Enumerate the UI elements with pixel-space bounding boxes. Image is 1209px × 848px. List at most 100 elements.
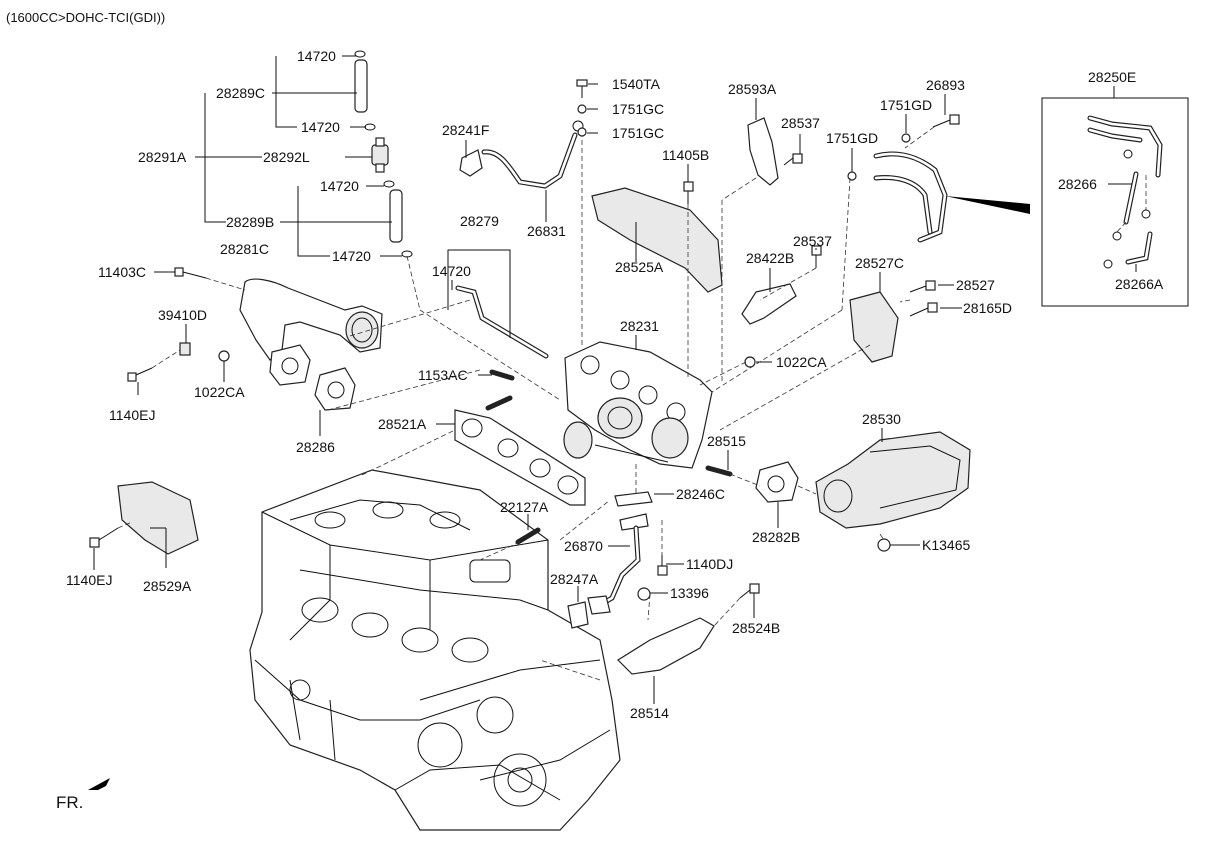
gasket-1751gd-b: [847, 171, 857, 181]
label-1022ca-b[interactable]: 1022CA: [776, 354, 827, 370]
bolt-11405b: [683, 181, 694, 204]
label-11403c[interactable]: 11403C: [98, 264, 146, 280]
gasket-28282b: [755, 461, 799, 503]
gasket-28247a: [567, 601, 589, 629]
intake-gasket: [314, 367, 356, 411]
oil-pipe-26870: [587, 513, 649, 615]
label-14720-e[interactable]: 14720: [432, 263, 471, 279]
breather-hose-upper: [354, 50, 376, 131]
bolt-26893: [932, 114, 960, 128]
water-pipe-assembly: [873, 151, 948, 243]
heat-shield-28527c: [849, 291, 899, 363]
label-28593a[interactable]: 28593A: [728, 81, 777, 97]
bracket-28593a: [747, 117, 779, 186]
label-1140ej-a[interactable]: 1140EJ: [109, 407, 155, 423]
label-28527c[interactable]: 28527C: [855, 255, 904, 271]
label-22127a[interactable]: 22127A: [500, 499, 549, 515]
label-1751gc-a[interactable]: 1751GC: [612, 101, 664, 117]
pcv-valve: [371, 137, 389, 173]
assembly-guide-lines: [117, 126, 1147, 681]
catalytic-converter: [815, 431, 971, 529]
label-1751gd-b[interactable]: 1751GD: [826, 130, 878, 146]
label-28525a[interactable]: 28525A: [615, 259, 664, 275]
label-1153ac[interactable]: 1153AC: [418, 367, 468, 383]
bolt-28537-a: [783, 153, 803, 166]
label-14720-c[interactable]: 14720: [320, 178, 359, 194]
label-28530[interactable]: 28530: [862, 411, 901, 427]
label-28529a[interactable]: 28529A: [143, 578, 192, 594]
label-28289c[interactable]: 28289C: [216, 85, 265, 101]
detail-box-28250e: [1041, 97, 1189, 307]
washer-left: [218, 350, 230, 362]
label-28250e[interactable]: 28250E: [1088, 69, 1136, 85]
label-28246c[interactable]: 28246C: [676, 486, 725, 502]
label-28241f[interactable]: 28241F: [442, 122, 489, 138]
label-28521a[interactable]: 28521A: [378, 416, 427, 432]
label-28231[interactable]: 28231: [620, 318, 659, 334]
part-labels: 14720 28289C 14720 28291A 28292L 14720 2…: [56, 48, 1164, 812]
bolt-1140ej-left: [127, 367, 153, 382]
label-28289b[interactable]: 28289B: [226, 214, 274, 230]
heat-protector-28525a: [591, 187, 723, 293]
label-28291a[interactable]: 28291A: [138, 149, 187, 165]
label-1140dj[interactable]: 1140DJ: [686, 556, 733, 572]
bolt-1540ta: [576, 79, 588, 98]
label-14720-d[interactable]: 14720: [332, 248, 371, 264]
label-28292l[interactable]: 28292L: [263, 149, 310, 165]
front-arrow-icon: [88, 778, 110, 790]
breather-hose-lower: [383, 180, 413, 258]
gasket-1751gd-a: [901, 133, 911, 143]
bolt-28527: [909, 280, 936, 293]
label-1022ca-a[interactable]: 1022CA: [194, 384, 245, 400]
label-26831[interactable]: 26831: [527, 223, 566, 239]
label-28514[interactable]: 28514: [630, 705, 669, 721]
gasket-28246c: [614, 491, 653, 507]
label-1751gc-b[interactable]: 1751GC: [612, 125, 664, 141]
label-28515[interactable]: 28515: [707, 433, 746, 449]
label-39410d[interactable]: 39410D: [158, 307, 207, 323]
label-28527[interactable]: 28527: [956, 277, 995, 293]
stud-1153ac: [485, 369, 515, 411]
label-28266[interactable]: 28266: [1058, 176, 1097, 192]
intake-pipe: [239, 278, 383, 386]
bracket-28514: [617, 617, 715, 675]
bracket-39410d: [179, 342, 191, 356]
label-28279[interactable]: 28279: [460, 213, 499, 229]
detail-hoses: [1087, 115, 1163, 269]
heat-shield-28529a: [117, 481, 199, 555]
engine-spec-header: (1600CC>DOHC-TCI(GDI)): [6, 10, 165, 25]
label-13396[interactable]: 13396: [670, 585, 709, 601]
leader-lines: [93, 55, 1137, 704]
label-k13465[interactable]: K13465: [922, 537, 970, 553]
label-28266a[interactable]: 28266A: [1115, 276, 1164, 292]
label-28281c[interactable]: 28281C: [220, 241, 269, 257]
bracket-28422b: [741, 283, 797, 325]
bolt-28537-b: [811, 245, 822, 268]
label-1140ej-b[interactable]: 1140EJ: [66, 572, 112, 588]
oil-return-pipe: [455, 285, 549, 359]
label-28286[interactable]: 28286: [296, 439, 335, 455]
washer-1751gc-a: [577, 104, 587, 114]
label-1540ta[interactable]: 1540TA: [612, 76, 661, 92]
turbocharger-manifold: [563, 341, 713, 469]
label-26893[interactable]: 26893: [926, 77, 965, 93]
label-28165d[interactable]: 28165D: [963, 300, 1012, 316]
nut-k13465: [877, 538, 891, 552]
label-14720-a[interactable]: 14720: [297, 48, 336, 64]
label-14720-b[interactable]: 14720: [301, 119, 340, 135]
label-28537-b[interactable]: 28537: [793, 233, 832, 249]
label-28537-a[interactable]: 28537: [781, 115, 820, 131]
label-28524b[interactable]: 28524B: [732, 620, 780, 636]
washer-1751gc-b: [577, 127, 587, 137]
engine-block-illustration: [249, 469, 621, 831]
detail-pointer: [945, 196, 1030, 214]
label-26870[interactable]: 26870: [564, 538, 603, 554]
label-1751gd-a[interactable]: 1751GD: [880, 97, 932, 113]
bolt-11403c: [174, 267, 207, 279]
label-11405b[interactable]: 11405B: [662, 147, 709, 163]
label-28422b[interactable]: 28422B: [746, 250, 794, 266]
label-28282b[interactable]: 28282B: [752, 529, 800, 545]
bolt-1140ej-right: [89, 527, 119, 548]
exhaust-manifold-gasket: [454, 409, 586, 506]
label-28247a[interactable]: 28247A: [550, 571, 599, 587]
